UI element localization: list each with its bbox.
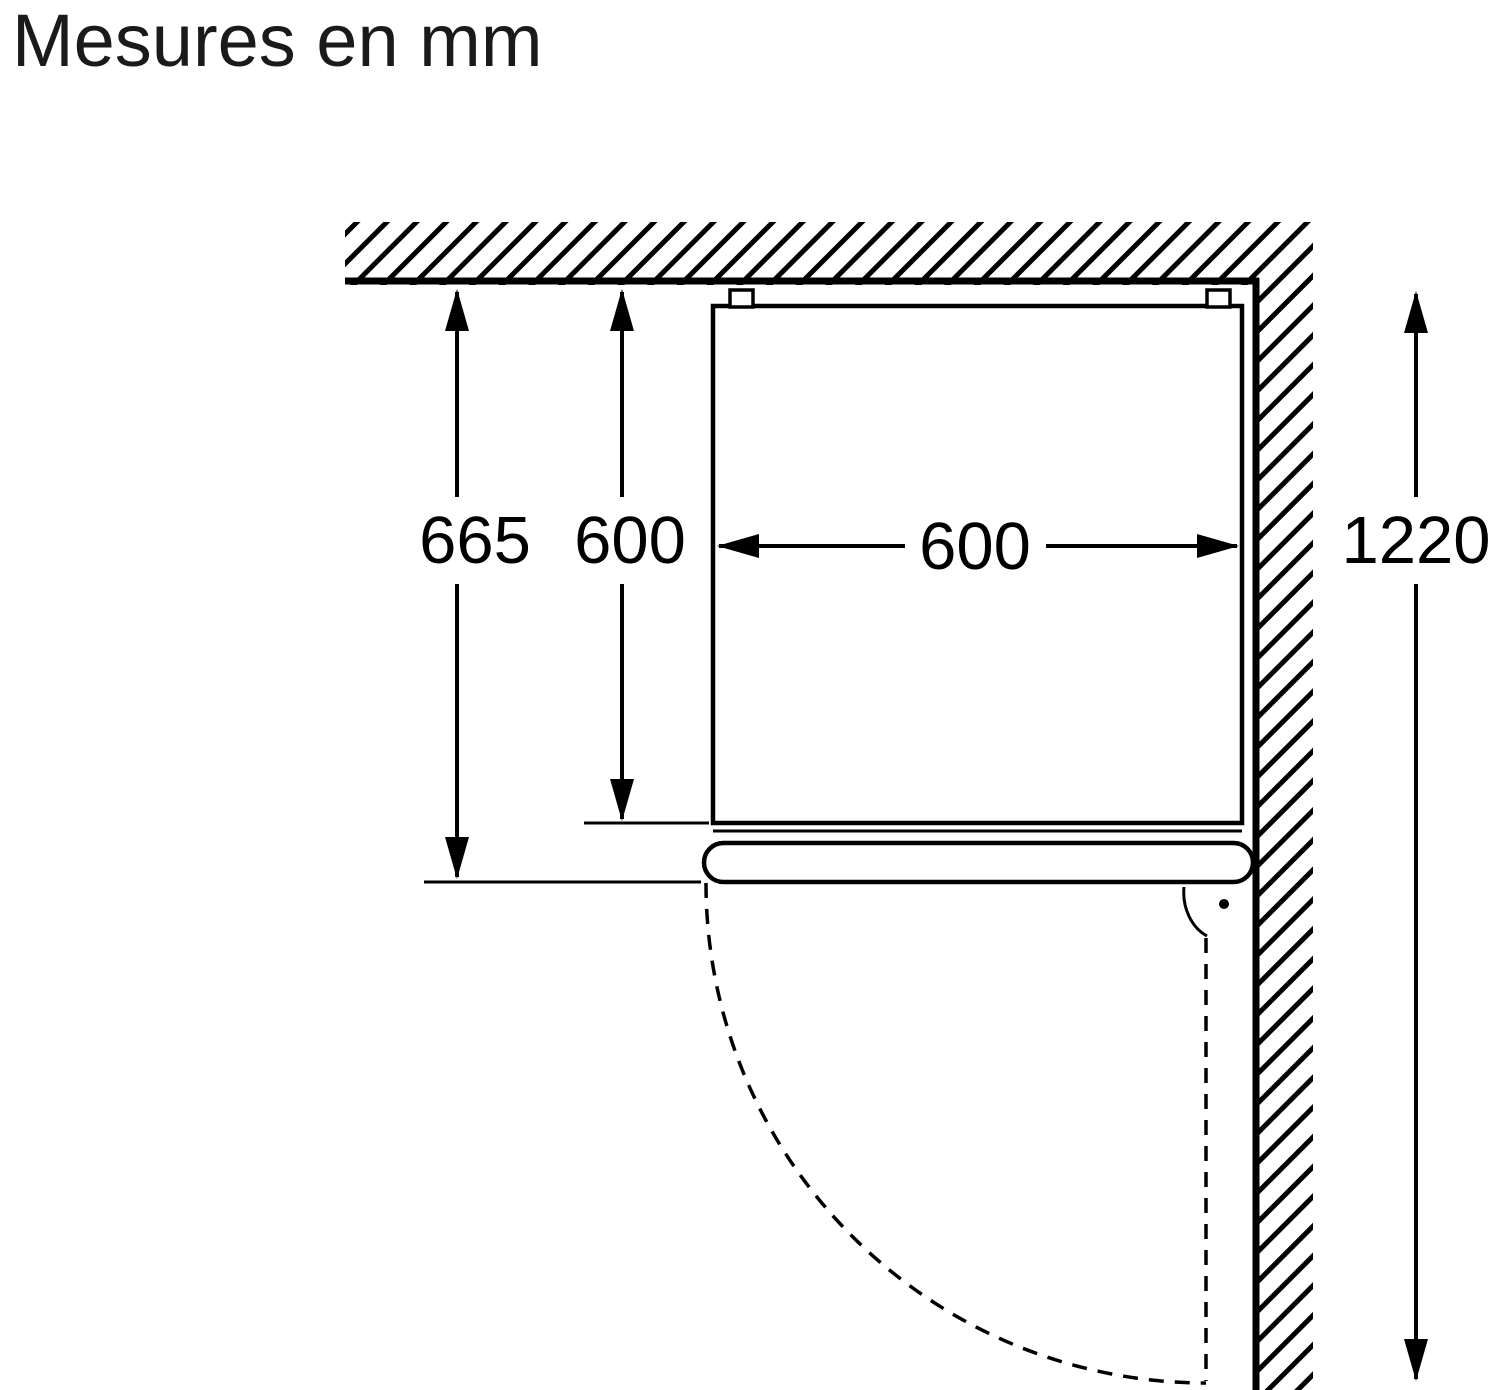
arrowhead-1220-up (1404, 291, 1428, 333)
arrowhead-600-width-left (717, 534, 759, 558)
appliance-body (710, 303, 1245, 826)
appliance-top-view (701, 288, 1256, 885)
dim-label-1220: 1220 (1341, 503, 1490, 578)
dim-label-600-width: 600 (919, 509, 1031, 584)
page-title: Mesures en mm (12, 0, 542, 82)
hinge-pivot-dot (1219, 899, 1229, 909)
arrowhead-1220-down (1404, 1339, 1428, 1381)
dim-label-600-depth: 600 (574, 503, 686, 578)
hinge-block-left (728, 288, 755, 309)
hinge-swing-small-arc (1182, 886, 1208, 938)
arrowhead-600-depth-down (610, 779, 634, 821)
arrowhead-600-width-right (1197, 534, 1239, 558)
dim-label-665: 665 (419, 503, 531, 578)
arrowhead-600-depth-up (610, 289, 634, 331)
dimension-depth-with-door: 665 (419, 289, 701, 884)
door-swing-arc (704, 882, 1207, 1385)
dimension-depth-without-door: 600 (574, 289, 709, 825)
door-swing (704, 882, 1229, 1385)
dimension-width: 600 (717, 509, 1239, 584)
appliance-door (701, 840, 1256, 885)
arrowhead-665-down (445, 837, 469, 879)
arrowhead-665-up (445, 289, 469, 331)
dimension-side-clearance: 1220 (1341, 291, 1491, 1381)
hinge-block-right (1205, 288, 1232, 309)
